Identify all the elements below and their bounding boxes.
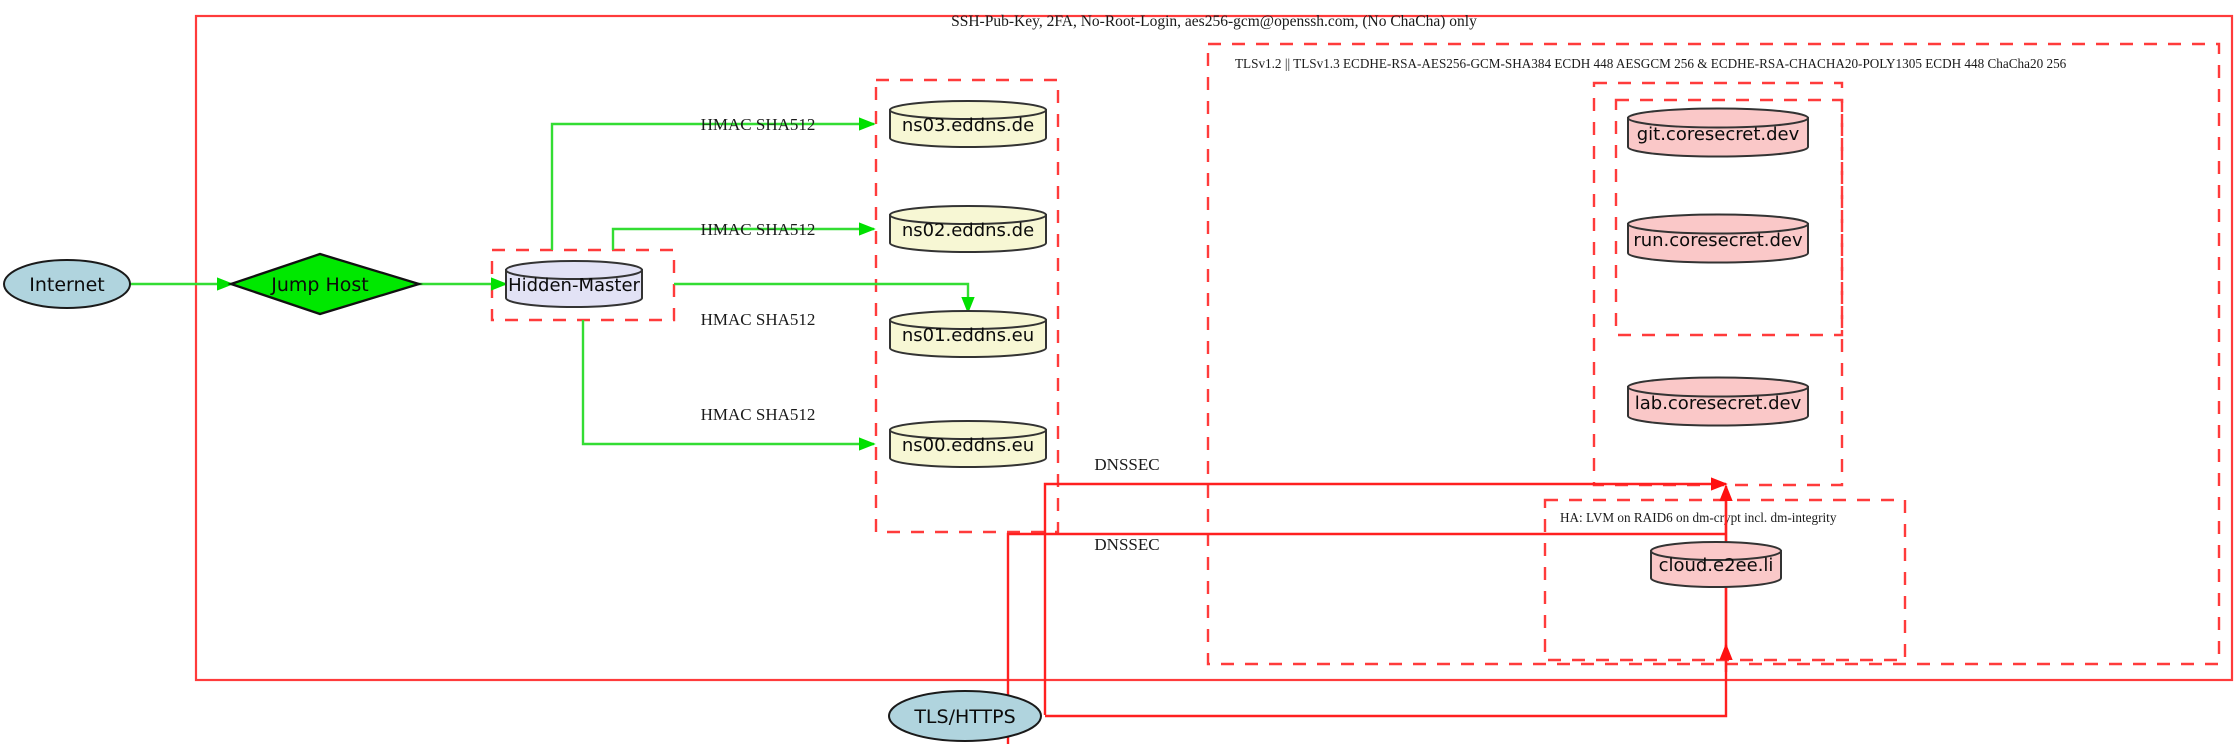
cluster-nameservers-border bbox=[874, 78, 1060, 534]
cluster-tls-border bbox=[1206, 42, 2221, 666]
node-ns03-top bbox=[889, 100, 1047, 120]
node-cloud-e2ee[interactable]: cloud.e2ee.li bbox=[1650, 541, 1782, 588]
node-ns00[interactable]: ns00.eddns.eu bbox=[889, 420, 1047, 468]
edge-label-dnssec-2: DNSSEC bbox=[1094, 535, 1159, 554]
node-ns02-label: ns02.eddns.de bbox=[902, 220, 1034, 241]
node-ns00-top bbox=[889, 420, 1047, 440]
node-jump-host[interactable]: Jump Host bbox=[227, 252, 423, 316]
node-ns00-body[interactable] bbox=[889, 429, 1047, 468]
edge-line bbox=[581, 320, 876, 451]
node-ns01-label: ns01.eddns.eu bbox=[902, 325, 1034, 346]
edge-hiddenmaster-to-ns00: HMAC SHA512 bbox=[581, 320, 876, 451]
edge-line bbox=[611, 222, 876, 250]
node-run-label: run.coresecret.dev bbox=[1633, 230, 1803, 251]
edge-line bbox=[1045, 500, 1728, 718]
edge-line bbox=[550, 117, 876, 250]
node-tls-https-shape[interactable] bbox=[888, 690, 1042, 742]
node-ns02-body[interactable] bbox=[889, 214, 1047, 253]
node-lab-top bbox=[1627, 376, 1809, 398]
node-lab-body[interactable] bbox=[1627, 386, 1809, 427]
node-hidden-master[interactable]: Hidden-Master bbox=[505, 260, 643, 308]
node-cloud-body[interactable] bbox=[1650, 550, 1782, 588]
edge-line bbox=[1043, 477, 1728, 715]
cluster-tls: TLSv1.2 || TLSv1.3 ECDHE-RSA-AES256-GCM-… bbox=[1206, 42, 2221, 666]
node-lab-label: lab.coresecret.dev bbox=[1635, 393, 1802, 414]
edge-line bbox=[674, 282, 975, 314]
node-git-label: git.coresecret.dev bbox=[1637, 124, 1800, 145]
node-ns03[interactable]: ns03.eddns.de bbox=[889, 100, 1047, 148]
node-hidden-master-body[interactable] bbox=[505, 269, 643, 308]
node-cloud-label: cloud.e2ee.li bbox=[1659, 555, 1774, 576]
edge-label-hmac-3: HMAC SHA512 bbox=[701, 310, 816, 329]
node-run-top bbox=[1627, 213, 1809, 235]
node-internet-shape[interactable] bbox=[3, 259, 131, 309]
node-run-body[interactable] bbox=[1627, 223, 1809, 264]
node-ns01[interactable]: ns01.eddns.eu bbox=[889, 310, 1047, 358]
cluster-nameservers bbox=[874, 78, 1060, 534]
cluster-tls-label: TLSv1.2 || TLSv1.3 ECDHE-RSA-AES256-GCM-… bbox=[1235, 56, 2067, 71]
edge-hiddenmaster-to-ns02: HMAC SHA512 bbox=[611, 220, 876, 250]
node-git-top bbox=[1627, 107, 1809, 129]
node-ns02[interactable]: ns02.eddns.de bbox=[889, 205, 1047, 253]
node-tls-https-label: TLS/HTTPS bbox=[913, 706, 1015, 728]
cluster-coresecret-inner-border bbox=[1614, 98, 1844, 337]
cluster-ssh-outer: SSH-Pub-Key, 2FA, No-Root-Login, aes256-… bbox=[194, 13, 2234, 682]
cluster-ssh-outer-label: SSH-Pub-Key, 2FA, No-Root-Login, aes256-… bbox=[951, 13, 1477, 30]
node-git-coresecret[interactable]: git.coresecret.dev bbox=[1627, 107, 1809, 158]
node-cloud-top bbox=[1650, 541, 1782, 561]
edge-hiddenmaster-to-ns03: HMAC SHA512 bbox=[550, 115, 876, 250]
node-internet-label: Internet bbox=[29, 274, 104, 296]
edge-dnssec-lower: DNSSEC bbox=[1006, 532, 1726, 744]
node-hidden-master-label: Hidden-Master bbox=[508, 275, 640, 296]
node-ns03-body[interactable] bbox=[889, 109, 1047, 148]
edge-label-hmac-2: HMAC SHA512 bbox=[701, 220, 816, 239]
node-ns03-label: ns03.eddns.de bbox=[902, 115, 1034, 136]
cluster-coresecret-inner bbox=[1614, 98, 1844, 337]
node-run-coresecret[interactable]: run.coresecret.dev bbox=[1627, 213, 1809, 264]
node-git-body[interactable] bbox=[1627, 117, 1809, 158]
node-ns00-label: ns00.eddns.eu bbox=[902, 435, 1034, 456]
edge-label-hmac-1: HMAC SHA512 bbox=[701, 115, 816, 134]
node-tls-https[interactable]: TLS/HTTPS bbox=[888, 690, 1042, 742]
edge-label-dnssec-1: DNSSEC bbox=[1094, 455, 1159, 474]
node-ns01-body[interactable] bbox=[889, 319, 1047, 358]
edge-dnssec-upper: DNSSEC bbox=[1043, 455, 1728, 715]
edge-hiddenmaster-to-ns01: HMAC SHA512 bbox=[674, 282, 975, 329]
node-jump-host-label: Jump Host bbox=[270, 274, 369, 296]
cluster-ha-label: HA: LVM on RAID6 on dm-crypt incl. dm-in… bbox=[1560, 510, 1837, 525]
node-jump-host-shape[interactable] bbox=[227, 252, 423, 316]
cluster-ssh-outer-border bbox=[194, 14, 2234, 682]
edge-label-hmac-4: HMAC SHA512 bbox=[701, 405, 816, 424]
node-ns02-top bbox=[889, 205, 1047, 225]
node-internet[interactable]: Internet bbox=[3, 259, 131, 309]
edge-line bbox=[1006, 532, 1726, 744]
node-lab-coresecret[interactable]: lab.coresecret.dev bbox=[1627, 376, 1809, 427]
node-hidden-master-top bbox=[505, 260, 643, 280]
node-ns01-top bbox=[889, 310, 1047, 330]
